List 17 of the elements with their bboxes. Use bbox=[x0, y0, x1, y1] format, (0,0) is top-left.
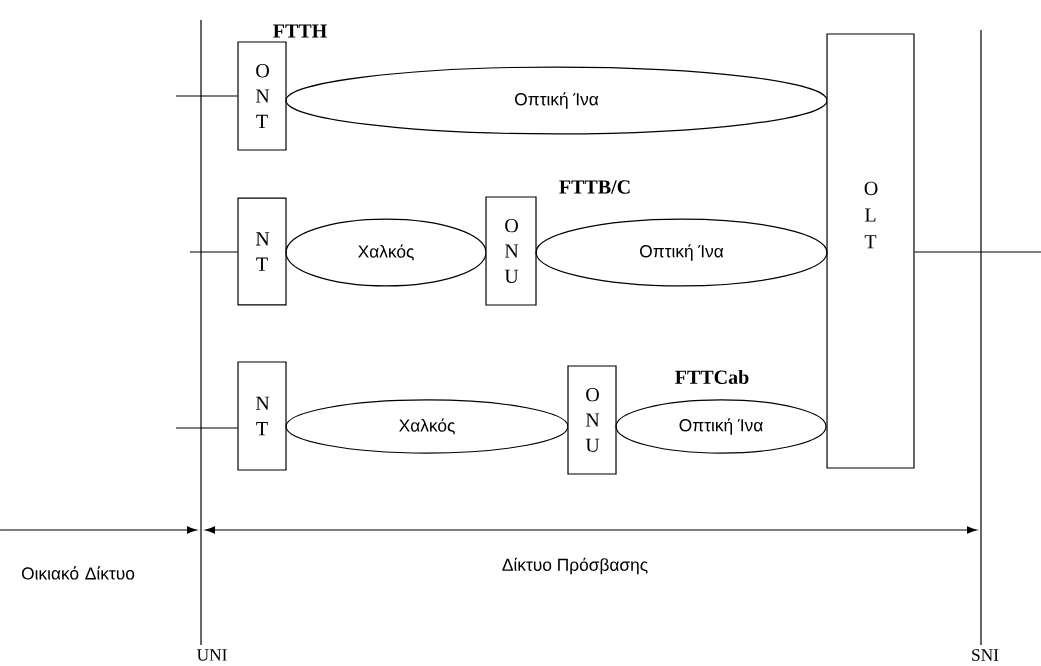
device-box: O N U bbox=[567, 365, 617, 475]
device-box: N T bbox=[237, 361, 287, 471]
connection-line bbox=[175, 427, 238, 429]
zone-label: Δίκτυο Πρόσβασης bbox=[502, 557, 648, 575]
section-label: FTTB/C bbox=[559, 180, 630, 194]
zone-label: Οικιακό Δίκτυο bbox=[21, 566, 135, 580]
device-box: O N T bbox=[237, 41, 287, 151]
interface-label: SNI bbox=[972, 649, 999, 661]
connection-line bbox=[913, 251, 1041, 253]
connection-line bbox=[189, 251, 238, 253]
interface-label: UNI bbox=[196, 649, 227, 661]
device-box: O N U bbox=[485, 196, 537, 306]
device-box: N T bbox=[237, 197, 287, 306]
connection-line bbox=[175, 95, 238, 97]
terminal-box: O L T bbox=[826, 33, 915, 469]
section-label: FTTH bbox=[273, 24, 327, 38]
section-label: FTTCab bbox=[675, 369, 749, 384]
